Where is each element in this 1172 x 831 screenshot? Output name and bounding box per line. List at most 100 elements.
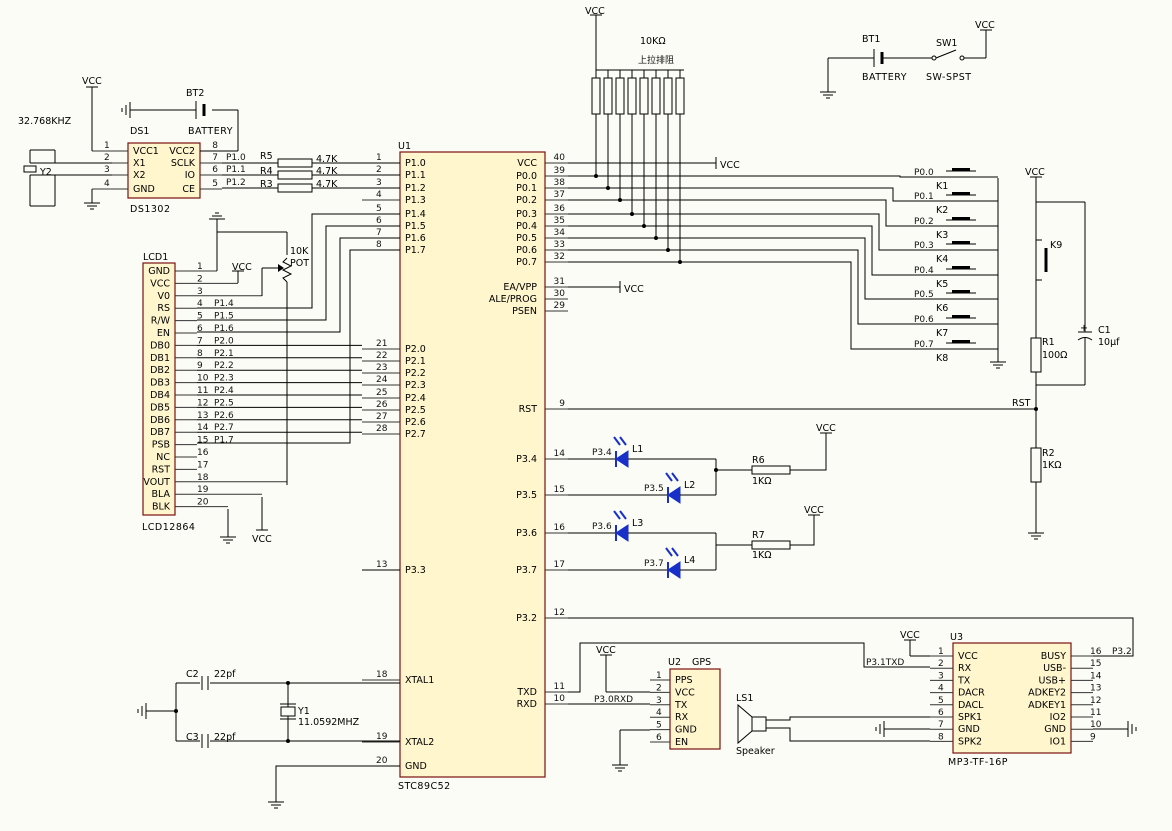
ds1-pin-name: GND xyxy=(133,184,155,195)
gps-vcc-label: VCC xyxy=(596,645,616,656)
lcd-pin-num: 15 xyxy=(197,436,208,446)
lcd-part: LCD12864 xyxy=(142,522,195,533)
u1-pin-num: 13 xyxy=(376,560,387,570)
mp3-net-busy: P3.2 xyxy=(1112,647,1132,657)
u1-pin-name: P2.2 xyxy=(405,368,426,379)
button-net: P0.2 xyxy=(914,217,934,227)
led-net: P3.5 xyxy=(644,484,664,494)
sw1-type: SW-SPST xyxy=(926,72,972,83)
mp3-pin-num: 16 xyxy=(1090,647,1102,657)
u1-pin-name: P1.7 xyxy=(405,245,426,256)
bt2-label: BATTERY xyxy=(188,126,233,137)
mp3-pin-name: ADKEY1 xyxy=(1028,700,1066,711)
u1-pin-num: 30 xyxy=(554,289,566,299)
lcd-pin-num: 1 xyxy=(197,262,203,272)
r3-ref: R3 xyxy=(260,179,273,190)
mp3-pin-name: SPK1 xyxy=(958,712,982,723)
gps-pin-num: 1 xyxy=(656,671,662,681)
u1-pin-num: 9 xyxy=(559,399,565,409)
lcd-pin-net: P2.0 xyxy=(214,336,234,346)
lcd-pin-net: P2.7 xyxy=(214,423,234,433)
u1-pin-name: P1.3 xyxy=(405,195,426,206)
u1-pin-num: 24 xyxy=(376,375,388,385)
u1-pin-num: 34 xyxy=(554,228,566,238)
u1-pin-name: P3.4 xyxy=(516,454,537,465)
y2-frequency: 32.768KHZ xyxy=(18,116,72,127)
u1-pin-name: P2.4 xyxy=(405,393,426,404)
button-net: P0.5 xyxy=(914,290,934,300)
lcd-pin-num: 8 xyxy=(197,349,203,359)
u1-pin-name: TXD xyxy=(516,687,537,698)
gps-net: P3.0RXD xyxy=(594,695,633,705)
u1-pin-name: P1.6 xyxy=(405,233,426,244)
u1-pin-num: 3 xyxy=(376,178,382,188)
gps-pin-name: VCC xyxy=(675,687,695,698)
lcd-pin-name: BLK xyxy=(152,502,171,513)
lcd-pin-net: P2.1 xyxy=(214,349,234,359)
u1-pin-num: 17 xyxy=(554,560,565,570)
u1-pin-num: 10 xyxy=(554,694,566,704)
mp3-pin-num: 4 xyxy=(938,684,944,694)
c3-ref: C3 xyxy=(186,732,199,743)
u1-pin-num: 37 xyxy=(554,190,565,200)
u1-pin-num: 26 xyxy=(376,400,388,410)
lcd-pin-name: PSB xyxy=(152,440,170,451)
u1-ref: U1 xyxy=(398,141,411,152)
pot-value: 10K xyxy=(290,246,309,257)
lcd-pin-num: 12 xyxy=(197,398,208,408)
u1-pin-name: P3.2 xyxy=(516,613,537,624)
u1-pin-num: 27 xyxy=(376,412,387,422)
rn-value: 10KΩ xyxy=(640,36,666,47)
ds1-pin-num: 1 xyxy=(104,141,110,151)
lcd-pin-num: 19 xyxy=(197,485,209,495)
u1-pin-num: 4 xyxy=(376,190,382,200)
u1-pin-name: P0.1 xyxy=(516,183,537,194)
u1-pin-num: 1 xyxy=(376,153,382,163)
u1-pin-num: 28 xyxy=(376,424,388,434)
pot-type: POT xyxy=(290,258,309,269)
lcd-pin-name: V0 xyxy=(157,291,170,302)
y2-ref: Y2 xyxy=(39,167,52,178)
u1-pin-num: 21 xyxy=(376,339,387,349)
u1-pin-num: 35 xyxy=(554,216,565,226)
u1-pin-num: 40 xyxy=(554,153,566,163)
lcd-pin-num: 2 xyxy=(197,274,203,284)
u1-pin-name: P1.1 xyxy=(405,170,426,181)
r7-value: 1KΩ xyxy=(752,550,772,561)
button-ref: K3 xyxy=(936,230,948,241)
ds1-part: DS1302 xyxy=(130,204,171,215)
r5-ref: R5 xyxy=(260,151,273,162)
u1-pin-name: P0.2 xyxy=(516,195,537,206)
lcd-pin-net: P1.7 xyxy=(214,436,234,446)
oscillator: C2 22pf C3 22pf Y1 11.0592MHZ xyxy=(137,669,400,809)
mp3-pin-name: IO1 xyxy=(1050,736,1066,747)
lcd-pin-num: 16 xyxy=(197,448,209,458)
led-net: P3.6 xyxy=(592,522,612,532)
lcd-pin-net: P2.2 xyxy=(214,361,234,371)
lcd-bla-vcc-label: VCC xyxy=(252,534,272,545)
u1-pin-name: P1.4 xyxy=(405,209,426,220)
lcd-ref: LCD1 xyxy=(143,252,168,263)
gps-pin-name: RX xyxy=(675,712,689,723)
lcd-pin-name: DB1 xyxy=(150,353,170,364)
mp3-pin-name: ADKEY2 xyxy=(1028,688,1066,699)
pullup-network: VCC 10KΩ 上拉排阻 VCC xyxy=(568,6,740,264)
lcd-pin-num: 3 xyxy=(197,287,203,297)
mp3-pin-name: TX xyxy=(957,675,971,686)
resistor-array xyxy=(568,70,685,264)
ds1-pin-num: 5 xyxy=(212,179,218,189)
u1-pin-name: P3.7 xyxy=(516,565,537,576)
u1-pin-name: RXD xyxy=(517,699,537,710)
lcd-pin-num: 13 xyxy=(197,411,208,421)
mp3-pin-num: 5 xyxy=(938,696,944,706)
lcd-pin-net: P1.6 xyxy=(214,324,234,334)
led-ref: L1 xyxy=(632,444,643,455)
u1-pin-name: P2.5 xyxy=(405,405,426,416)
mp3-pin-num: 8 xyxy=(938,732,944,742)
u1-pin-name: P2.0 xyxy=(405,344,426,355)
lcd-pin-net: P2.3 xyxy=(214,374,234,384)
